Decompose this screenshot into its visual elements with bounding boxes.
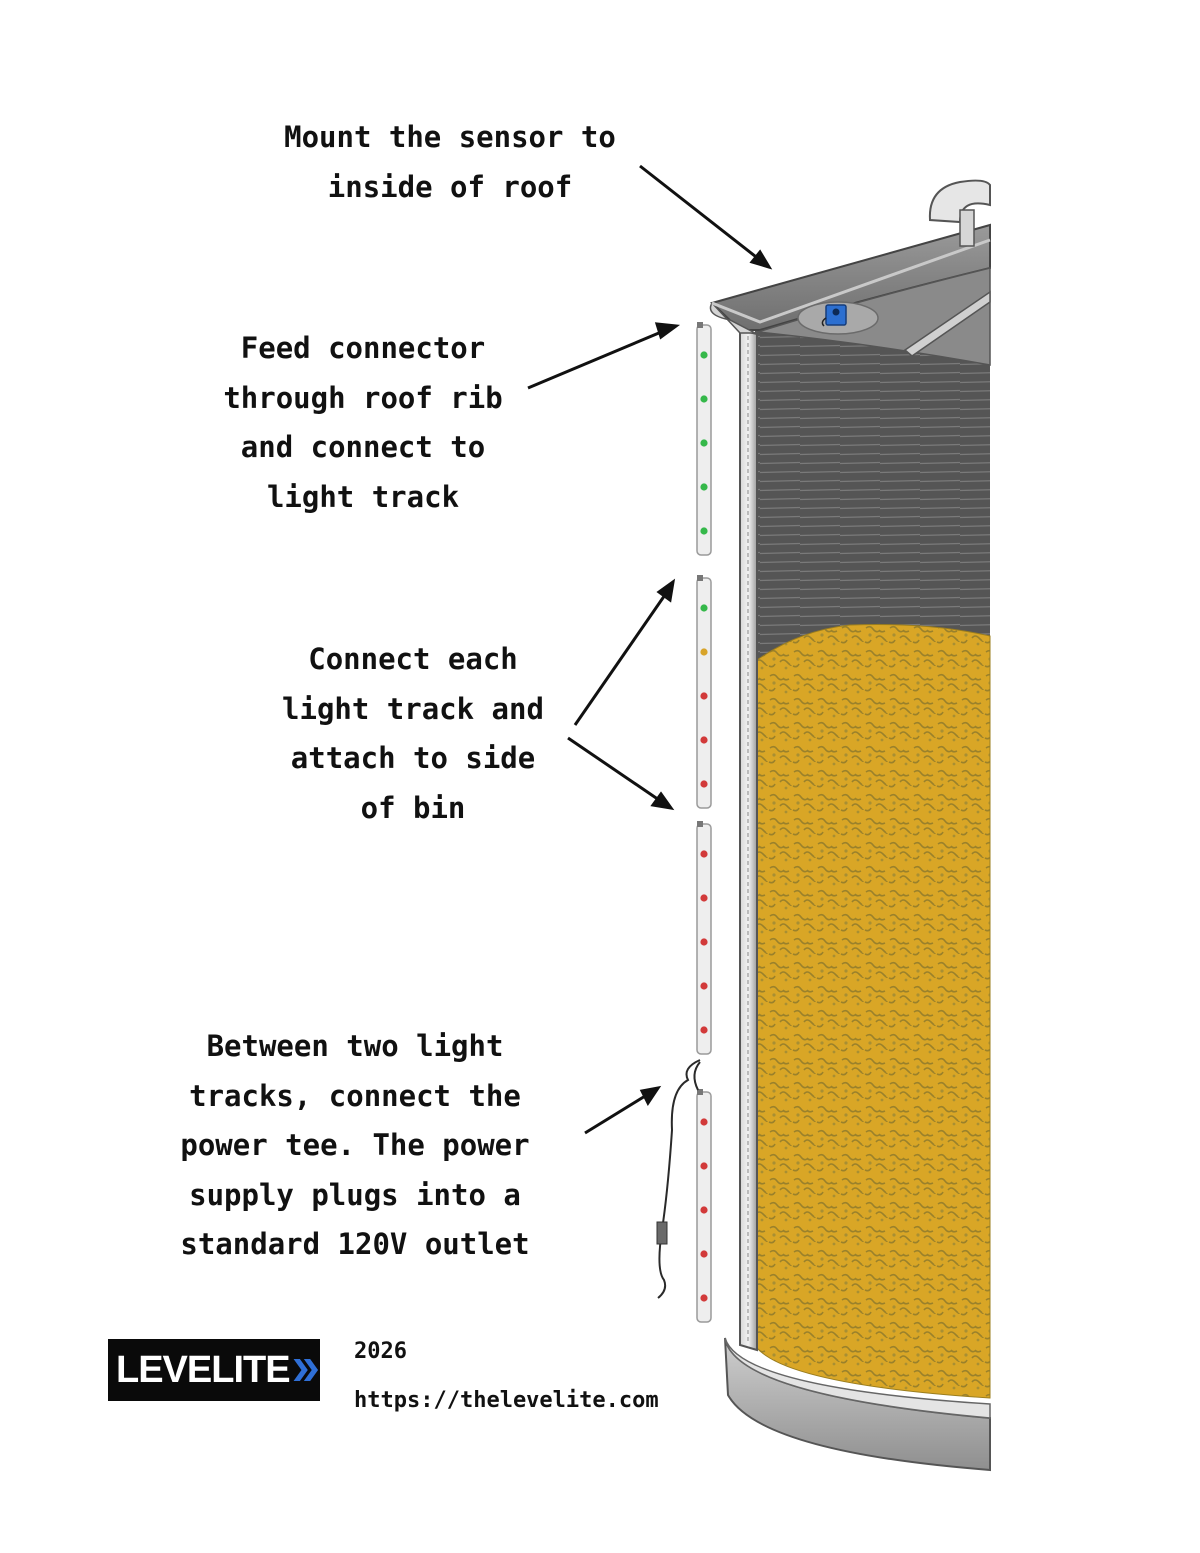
led-indicator-icon (700, 1294, 708, 1302)
callout-line: attach to side (290, 741, 536, 775)
callout-line: light track and (282, 691, 544, 726)
track-connector (697, 821, 703, 827)
led-indicator-icon (700, 351, 708, 359)
callout-line: Between two light (206, 1029, 504, 1063)
led-indicator-icon (700, 736, 708, 744)
callout-line: through roof rib (223, 380, 503, 415)
callout-line: and connect to (240, 430, 486, 464)
led-indicator-icon (700, 1118, 708, 1126)
callout-power: Between two light tracks, connect the po… (150, 1022, 560, 1270)
arrow-feed (527, 328, 667, 390)
callout-sensor: Mount the sensor to inside of roof (240, 113, 660, 212)
led-indicator-icon (700, 483, 708, 491)
led-indicator-icon (700, 938, 708, 946)
footer-url[interactable]: https://thelevelite.com (354, 1388, 659, 1413)
track-connector (697, 322, 703, 328)
led-indicator-icon (700, 1206, 708, 1214)
led-indicator-icon (700, 780, 708, 788)
callout-line: supply plugs into a (189, 1177, 521, 1212)
bin-base (724, 1337, 991, 1472)
led-indicator-icon (700, 527, 708, 535)
arrow-sensor (639, 164, 761, 262)
led-indicator-icon (700, 850, 708, 858)
arrow-connect-up (573, 591, 669, 726)
power-supply-plug-icon (656, 1221, 668, 1245)
callout-connect: Connect each light track and attach to s… (243, 635, 583, 833)
led-indicator-icon (700, 894, 708, 902)
bin-interior (755, 330, 990, 660)
power-cable (657, 1059, 701, 1299)
callout-line: standard 120V outlet (180, 1227, 530, 1261)
led-indicator-icon (700, 604, 708, 612)
led-indicator-icon (700, 439, 708, 447)
logo-text: LEVELITE (116, 1349, 291, 1391)
led-indicator-icon (700, 692, 708, 700)
led-indicator-icon (700, 982, 708, 990)
led-indicator-icon (700, 1250, 708, 1258)
callout-feed: Feed connector through roof rib and conn… (183, 324, 543, 522)
callout-line: of bin (360, 790, 466, 825)
led-indicator-icon (700, 1162, 708, 1170)
callout-line: Connect each (308, 642, 518, 676)
callout-line: power tee. The power (180, 1128, 530, 1162)
light-tracks (696, 322, 712, 1323)
grain-fill (756, 623, 991, 1399)
arrow-power (584, 1091, 651, 1135)
led-indicator-icon (700, 1026, 708, 1034)
callout-line: inside of roof (327, 169, 573, 204)
callout-line: light track (266, 479, 460, 514)
track-connector (697, 575, 703, 581)
callout-line: Mount the sensor to (284, 120, 616, 154)
callout-line: Feed connector (240, 331, 486, 365)
arrow-connect-down (567, 736, 663, 804)
track-connector (697, 1089, 703, 1095)
led-indicator-icon (700, 395, 708, 403)
footer-year: 2026 (354, 1339, 407, 1364)
callout-arrows (527, 164, 773, 1135)
sensor-icon (821, 304, 847, 327)
callout-line: tracks, connect the (189, 1078, 521, 1113)
led-indicator-icon (700, 648, 708, 656)
chevron-right-icon (293, 1358, 318, 1382)
levelite-logo: LEVELITE (108, 1339, 320, 1401)
